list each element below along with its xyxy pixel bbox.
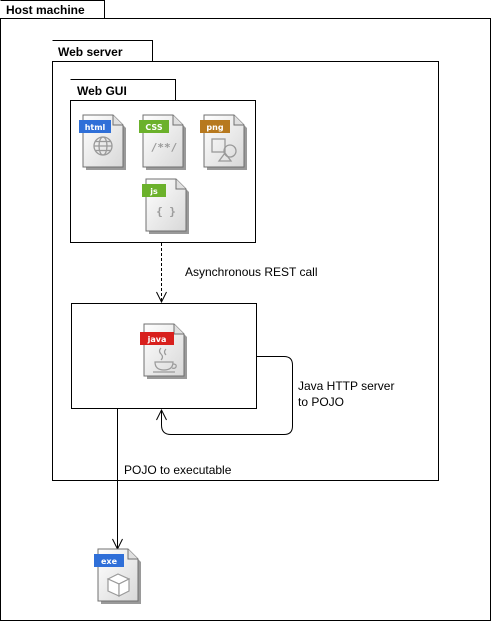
- java-badge-label: java: [147, 335, 167, 344]
- globe-icon: [93, 136, 113, 156]
- js-badge: [142, 184, 166, 197]
- css-badge: [139, 120, 169, 133]
- exe-badge-label: exe: [101, 557, 118, 566]
- web-server-frame: [52, 61, 439, 481]
- host-machine-label: Host machine: [6, 3, 85, 17]
- package-box-icon: [106, 573, 131, 597]
- css-badge-label: CSS: [145, 123, 162, 132]
- web-server-tab: [52, 40, 153, 62]
- exe-badge: [94, 554, 124, 567]
- host-machine-tab: [0, 0, 105, 19]
- web-gui-tab: [70, 79, 176, 101]
- html-badge-label: html: [85, 123, 106, 132]
- html-file-icon: html: [79, 114, 126, 170]
- image-shapes-icon: [211, 138, 237, 162]
- web-gui-frame: [70, 100, 256, 243]
- js-file-icon: js { }: [142, 178, 189, 234]
- rest-call-edge: Asynchronous REST call: [162, 243, 318, 302]
- exe-file-icon: exe: [94, 548, 141, 604]
- web-gui-label: Web GUI: [77, 84, 127, 98]
- rest-call-label: Asynchronous REST call: [185, 265, 318, 279]
- css-file-icon: CSS /**/: [139, 114, 186, 170]
- pojo-to-exe-label: POJO to executable: [124, 463, 232, 477]
- host-machine-frame: [0, 18, 491, 621]
- web-gui-container: Web GUI: [70, 79, 256, 243]
- http-server-label-line2: to POJO: [298, 395, 344, 409]
- pojo-to-exe-edge: POJO to executable: [118, 409, 232, 549]
- web-server-container: Web server: [52, 40, 439, 481]
- web-server-label: Web server: [58, 45, 123, 59]
- java-file-icon: java: [140, 323, 187, 379]
- js-braces-glyph: { }: [156, 205, 176, 218]
- java-badge: [140, 332, 174, 345]
- http-server-label-line1: Java HTTP server: [298, 379, 394, 393]
- http-server-loop-arrow: [162, 356, 293, 435]
- png-badge-label: png: [206, 123, 223, 132]
- png-file-icon: png: [200, 114, 247, 170]
- js-badge-label: js: [149, 187, 158, 196]
- http-server-edge: Java HTTP server to POJO: [162, 356, 394, 435]
- css-comment-glyph: /**/: [151, 141, 178, 154]
- coffee-cup-icon: [153, 347, 177, 373]
- png-badge: [200, 120, 230, 133]
- html-badge: [79, 120, 111, 133]
- java-server-box: [71, 303, 257, 409]
